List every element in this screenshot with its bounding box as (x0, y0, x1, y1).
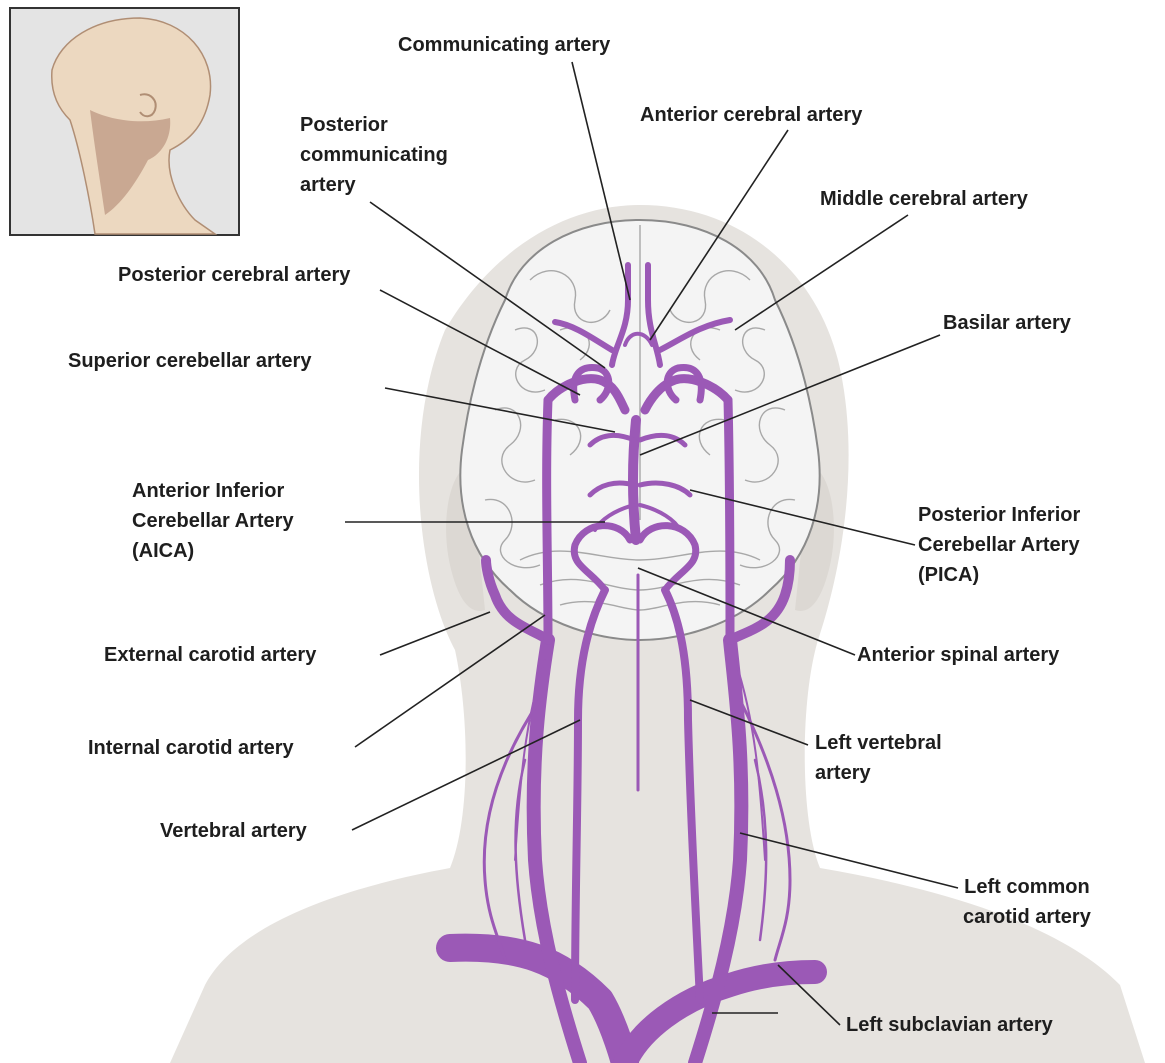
inset-thumbnail (10, 8, 239, 235)
label-basilar-artery: Basilar artery (943, 308, 1071, 338)
label-aica: Anterior Inferior Cerebellar Artery (AIC… (132, 476, 294, 566)
label-posterior-communicating-artery: Posterior communicating artery (300, 110, 448, 200)
label-posterior-cerebral-artery: Posterior cerebral artery (118, 260, 350, 290)
label-internal-carotid-artery: Internal carotid artery (88, 733, 294, 763)
label-communicating-artery: Communicating artery (398, 30, 610, 60)
label-middle-cerebral-artery: Middle cerebral artery (820, 184, 1028, 214)
label-anterior-spinal-artery: Anterior spinal artery (857, 640, 1059, 670)
label-pica: Posterior Inferior Cerebellar Artery (PI… (918, 500, 1080, 590)
label-vertebral-artery: Vertebral artery (160, 816, 307, 846)
label-anterior-cerebral-artery: Anterior cerebral artery (640, 100, 862, 130)
label-left-common-carotid-artery: Left common carotid artery (963, 872, 1091, 932)
label-external-carotid-artery: External carotid artery (104, 640, 316, 670)
label-left-subclavian-artery: Left subclavian artery (846, 1010, 1053, 1040)
label-left-vertebral-artery: Left vertebral artery (815, 728, 942, 788)
label-superior-cerebellar-artery: Superior cerebellar artery (68, 346, 311, 376)
